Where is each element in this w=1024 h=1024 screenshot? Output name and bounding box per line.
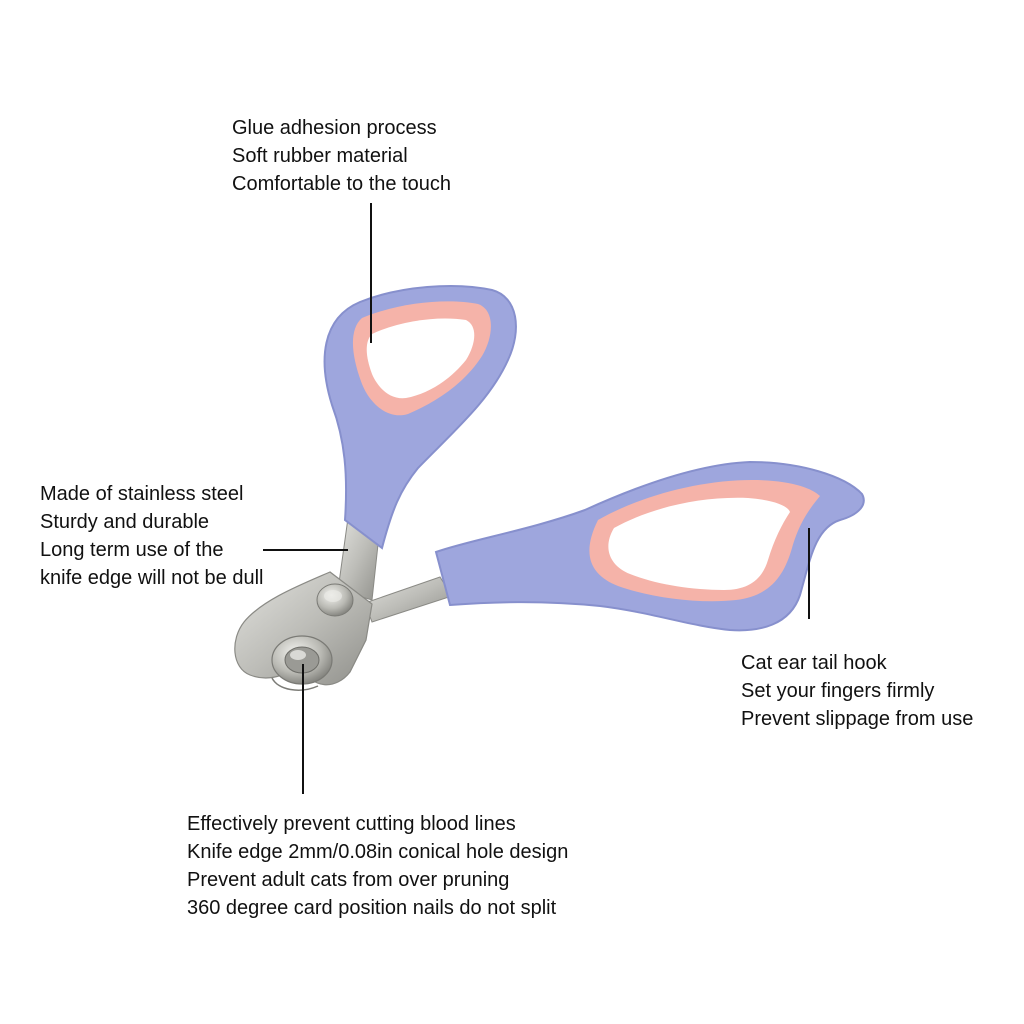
callout-line: 360 degree card position nails do not sp… — [187, 897, 557, 919]
callout-line: Knife edge 2mm/0.08in conical hole desig… — [187, 841, 569, 863]
steel-callout: Made of stainless steel Sturdy and durab… — [40, 480, 263, 592]
right-blade-shank — [364, 576, 453, 623]
handle-leader-line — [370, 203, 372, 343]
callout-line: Sturdy and durable — [40, 511, 210, 533]
callout-line: Prevent adult cats from over pruning — [187, 869, 510, 891]
callout-line: Glue adhesion process — [232, 117, 437, 139]
callout-line: knife edge will not be dull — [40, 567, 264, 589]
callout-line: Set your fingers firmly — [741, 680, 935, 702]
hook-callout: Cat ear tail hook Set your fingers firml… — [741, 649, 973, 733]
callout-line: Soft rubber material — [232, 145, 408, 167]
edge-leader-line — [302, 664, 304, 794]
callout-line: Long term use of the — [40, 539, 224, 561]
edge-callout: Effectively prevent cutting blood lines … — [187, 810, 568, 922]
callout-line: Effectively prevent cutting blood lines — [187, 813, 516, 835]
callout-line: Made of stainless steel — [40, 483, 244, 505]
handle-callout: Glue adhesion process Soft rubber materi… — [232, 114, 451, 198]
steel-leader-line — [263, 549, 348, 551]
callout-line: Comfortable to the touch — [232, 173, 452, 195]
callout-line: Cat ear tail hook — [741, 652, 887, 674]
hook-leader-line — [808, 528, 810, 619]
callout-line: Prevent slippage from use — [741, 708, 974, 730]
